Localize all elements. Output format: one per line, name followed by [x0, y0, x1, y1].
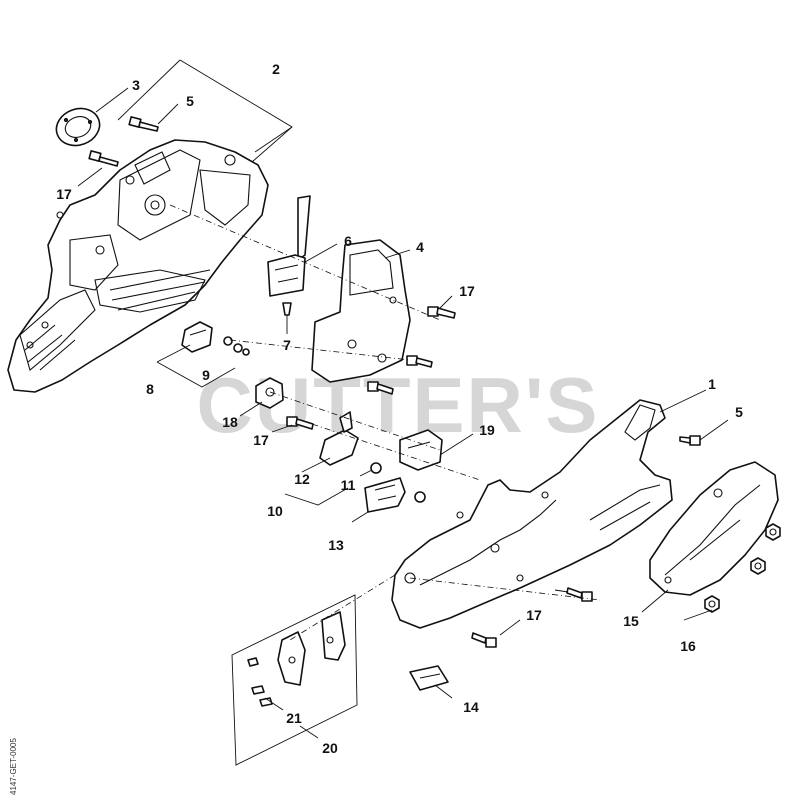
nut-part — [704, 595, 720, 613]
callout-6: 6 — [344, 233, 352, 249]
callout-8: 8 — [146, 381, 154, 397]
callout-17d: 17 — [526, 607, 542, 623]
callout-9: 9 — [202, 367, 210, 383]
screw-part — [427, 306, 456, 319]
callout-19: 19 — [479, 422, 495, 438]
lever-part — [319, 411, 359, 466]
screw-part — [128, 116, 159, 132]
drawing-code: 4147-GET-0005 — [9, 738, 18, 795]
screw-part — [88, 150, 119, 167]
callout-5a: 5 — [186, 93, 194, 109]
valve-part — [181, 321, 213, 353]
guide-plate-part — [267, 195, 311, 297]
callouts: 2 3 5 17 6 4 17 7 9 8 18 17 12 11 10 13 … — [56, 61, 743, 756]
callout-14: 14 — [463, 699, 479, 715]
spring-part — [223, 336, 250, 356]
screw-part — [566, 587, 593, 602]
assembly-lines — [169, 204, 601, 641]
callout-4: 4 — [416, 239, 424, 255]
small-screw-part — [282, 302, 292, 316]
nut-part — [765, 523, 781, 541]
callout-16: 16 — [680, 638, 696, 654]
callout-17c: 17 — [253, 432, 269, 448]
callout-2: 2 — [272, 61, 280, 77]
screw-part — [286, 416, 314, 430]
callout-17b: 17 — [459, 283, 475, 299]
callout-12: 12 — [294, 471, 310, 487]
screw-part — [471, 632, 497, 648]
screw-part — [679, 435, 701, 446]
bushing-part — [370, 462, 382, 474]
callout-17a: 17 — [56, 186, 72, 202]
housing-part — [7, 139, 269, 393]
callout-11: 11 — [341, 477, 356, 493]
callout-3: 3 — [132, 77, 140, 93]
sprocket-cover-part — [649, 461, 779, 596]
callout-20: 20 — [322, 740, 338, 756]
callout-21: 21 — [286, 710, 302, 726]
nut-part — [414, 491, 426, 503]
screw-part — [406, 355, 433, 368]
callout-1: 1 — [708, 376, 716, 392]
callout-13: 13 — [328, 537, 344, 553]
oil-pump-part — [255, 377, 284, 409]
lower-housing-part — [391, 399, 673, 629]
leader-lines — [77, 59, 729, 739]
callout-15: 15 — [623, 613, 639, 629]
screw-part — [367, 381, 394, 395]
ring-seal-part — [55, 107, 101, 147]
callout-18: 18 — [222, 414, 238, 430]
cover-plate-part — [311, 239, 411, 383]
callout-10: 10 — [267, 503, 283, 519]
clip-part — [364, 477, 406, 513]
callout-7: 7 — [283, 337, 291, 353]
nut-part — [750, 557, 766, 575]
rubber-buffer-part — [409, 665, 449, 691]
callout-5b: 5 — [735, 404, 743, 420]
chain-catcher-kit — [231, 594, 358, 766]
